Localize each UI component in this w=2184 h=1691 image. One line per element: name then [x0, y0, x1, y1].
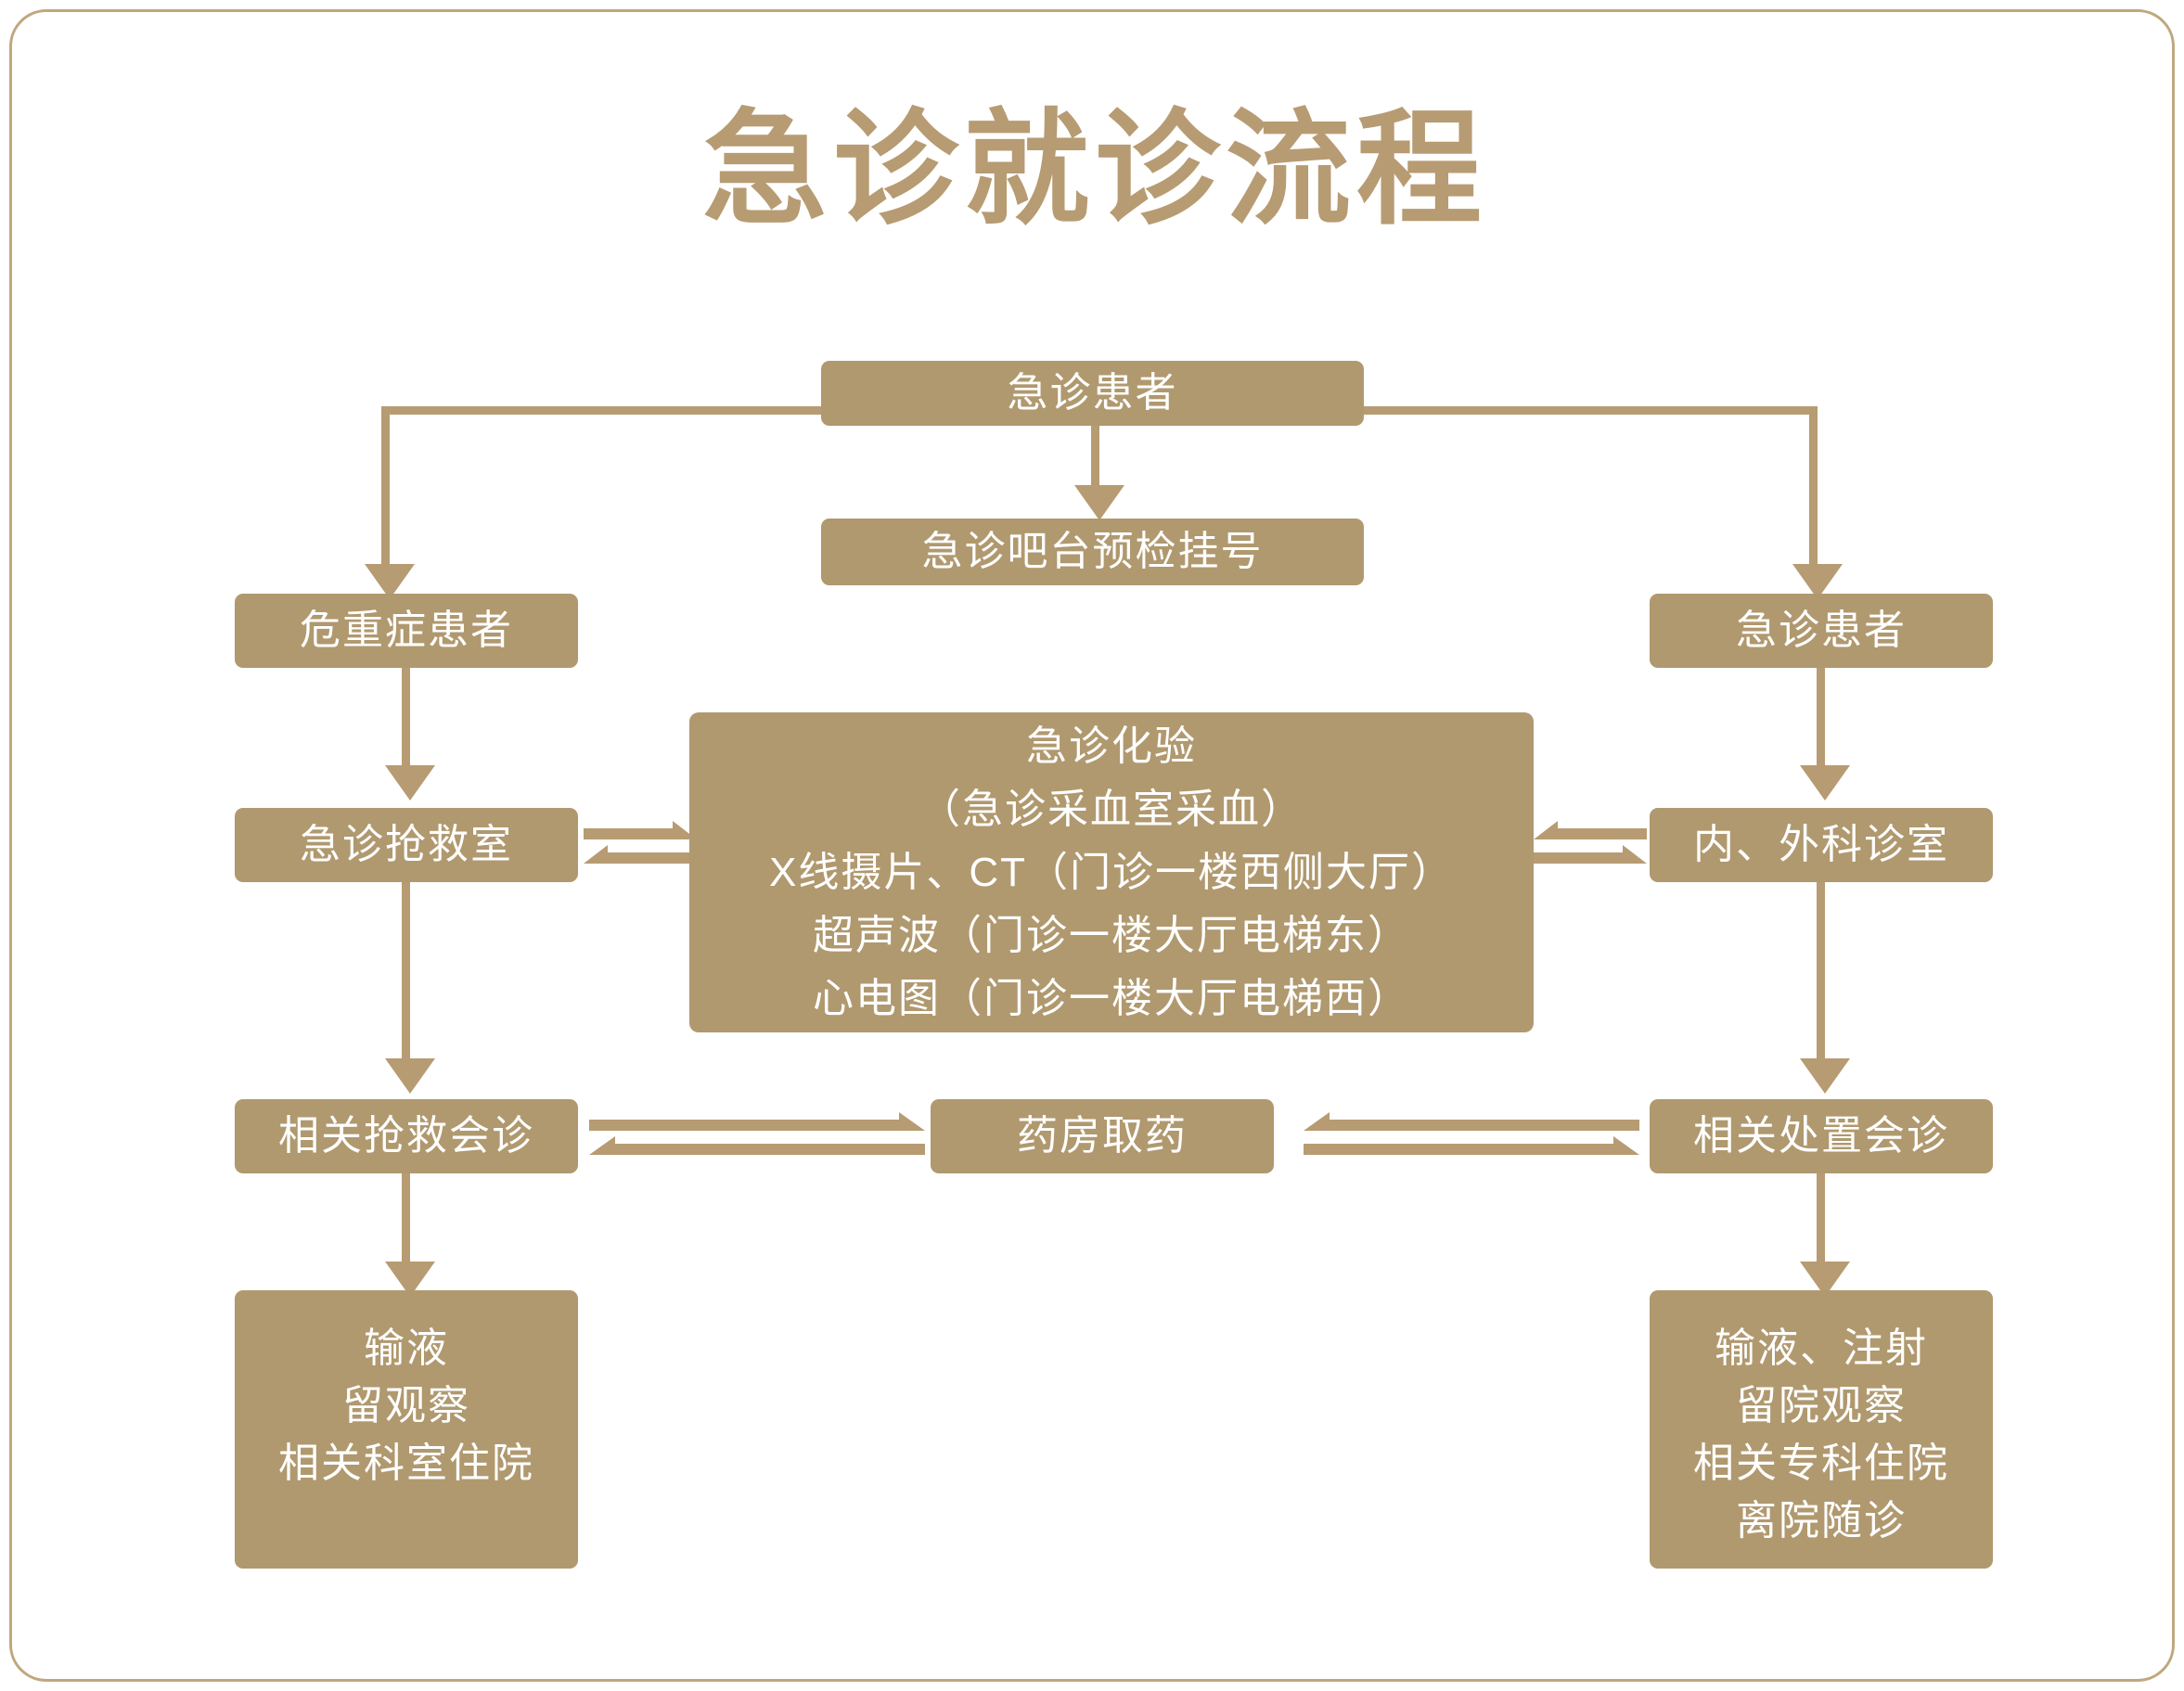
node-resuscitation-room[interactable]: 急诊抢救室: [235, 808, 578, 882]
connector-top-center-drop: [1091, 406, 1099, 494]
node-clinic-rooms[interactable]: 内、外科诊室: [1650, 808, 1993, 882]
connector-top-left-drop: [381, 406, 390, 573]
arrowhead-to-clinic-rooms: [1800, 765, 1850, 801]
arrowhead-to-critical-patient: [365, 564, 415, 599]
connector-critical-to-resuscitation: [402, 668, 410, 775]
node-triage[interactable]: 急诊吧台预检挂号: [821, 519, 1364, 585]
poster-frame: 急诊就诊流程 急诊患者 急诊吧台预检挂号 危重症患者 急诊患者 急诊抢救室 内、…: [9, 9, 2175, 1682]
node-treatment-consult[interactable]: 相关处置会诊: [1650, 1099, 1993, 1173]
flowchart-canvas: 急诊就诊流程 急诊患者 急诊吧台预检挂号 危重症患者 急诊患者 急诊抢救室 内、…: [12, 12, 2172, 1679]
node-rescue-consult[interactable]: 相关抢救会诊: [235, 1099, 578, 1173]
arrowhead-to-treatment-consult: [1800, 1058, 1850, 1094]
connector-clinic-to-treatment-consult: [1817, 882, 1825, 1068]
connector-resuscitation-to-consult: [402, 882, 410, 1068]
page-title: 急诊就诊流程: [702, 99, 1487, 239]
biarrow-resuscitation-exam: [584, 821, 697, 873]
node-exam-center[interactable]: 急诊化验 （急诊采血室采血） X线摄片、CT（门诊一楼西侧大厅） 超声波（门诊一…: [689, 712, 1534, 1032]
connector-treatment-to-right-outcome: [1817, 1173, 1825, 1271]
arrowhead-to-resuscitation-room: [385, 765, 435, 801]
node-emergency-patient-right[interactable]: 急诊患者: [1650, 594, 1993, 668]
connector-rescue-to-left-outcome: [402, 1173, 410, 1271]
biarrow-pharmacy-treatment: [1304, 1112, 1639, 1164]
arrowhead-to-rescue-consult: [385, 1058, 435, 1094]
node-left-outcome[interactable]: 输液 留观察 相关科室住院: [235, 1290, 578, 1569]
node-pharmacy[interactable]: 药房取药: [931, 1099, 1274, 1173]
node-right-outcome[interactable]: 输液、注射 留院观察 相关专科住院 离院随诊: [1650, 1290, 1993, 1569]
node-patient-top[interactable]: 急诊患者: [821, 361, 1364, 426]
biarrow-rescue-pharmacy: [589, 1112, 925, 1164]
arrowhead-to-emergency-patient: [1792, 564, 1843, 599]
arrowhead-to-triage: [1074, 485, 1124, 520]
connector-emergency-to-clinic: [1817, 668, 1825, 775]
biarrow-exam-clinic: [1534, 821, 1647, 873]
node-critical-patient[interactable]: 危重症患者: [235, 594, 578, 668]
connector-top-right-drop: [1809, 406, 1818, 573]
